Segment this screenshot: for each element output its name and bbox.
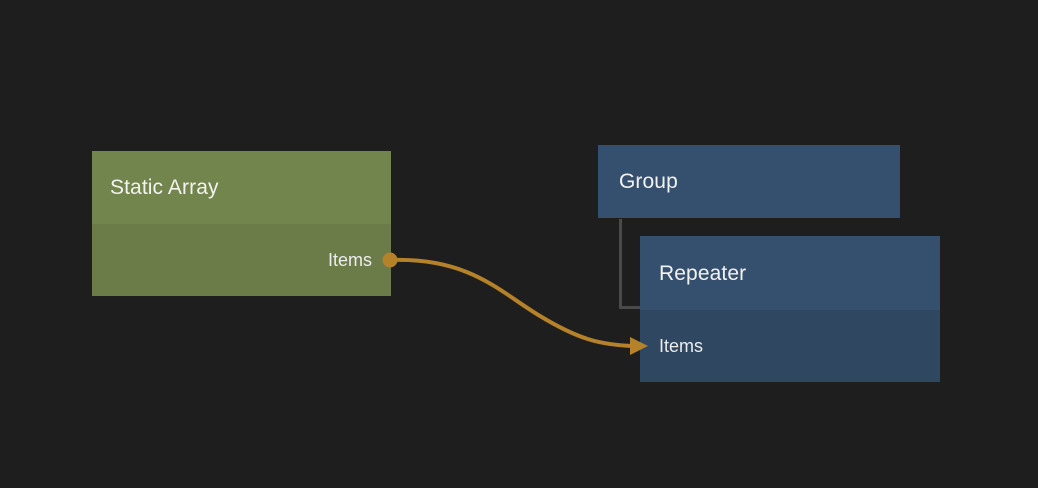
port-label-repeater-items[interactable]: Items bbox=[659, 336, 704, 356]
node-repeater-body: Items bbox=[640, 310, 940, 382]
connection-wire-items[interactable] bbox=[391, 257, 636, 348]
node-group-header[interactable]: Group bbox=[598, 145, 900, 218]
node-static-array-title: Static Array bbox=[110, 176, 219, 199]
node-static-array-body: Items bbox=[92, 224, 391, 296]
port-label-static-array-items[interactable]: Items bbox=[327, 250, 372, 270]
node-repeater[interactable]: Repeater Items bbox=[640, 236, 940, 382]
group-hierarchy-bracket-line bbox=[619, 219, 640, 309]
node-group[interactable]: Group bbox=[598, 145, 900, 218]
node-static-array[interactable]: Static Array Items bbox=[92, 151, 391, 296]
node-repeater-header[interactable]: Repeater bbox=[640, 236, 940, 310]
node-group-title: Group bbox=[619, 170, 678, 193]
node-static-array-header[interactable]: Static Array bbox=[92, 151, 391, 224]
node-repeater-title: Repeater bbox=[659, 261, 747, 285]
